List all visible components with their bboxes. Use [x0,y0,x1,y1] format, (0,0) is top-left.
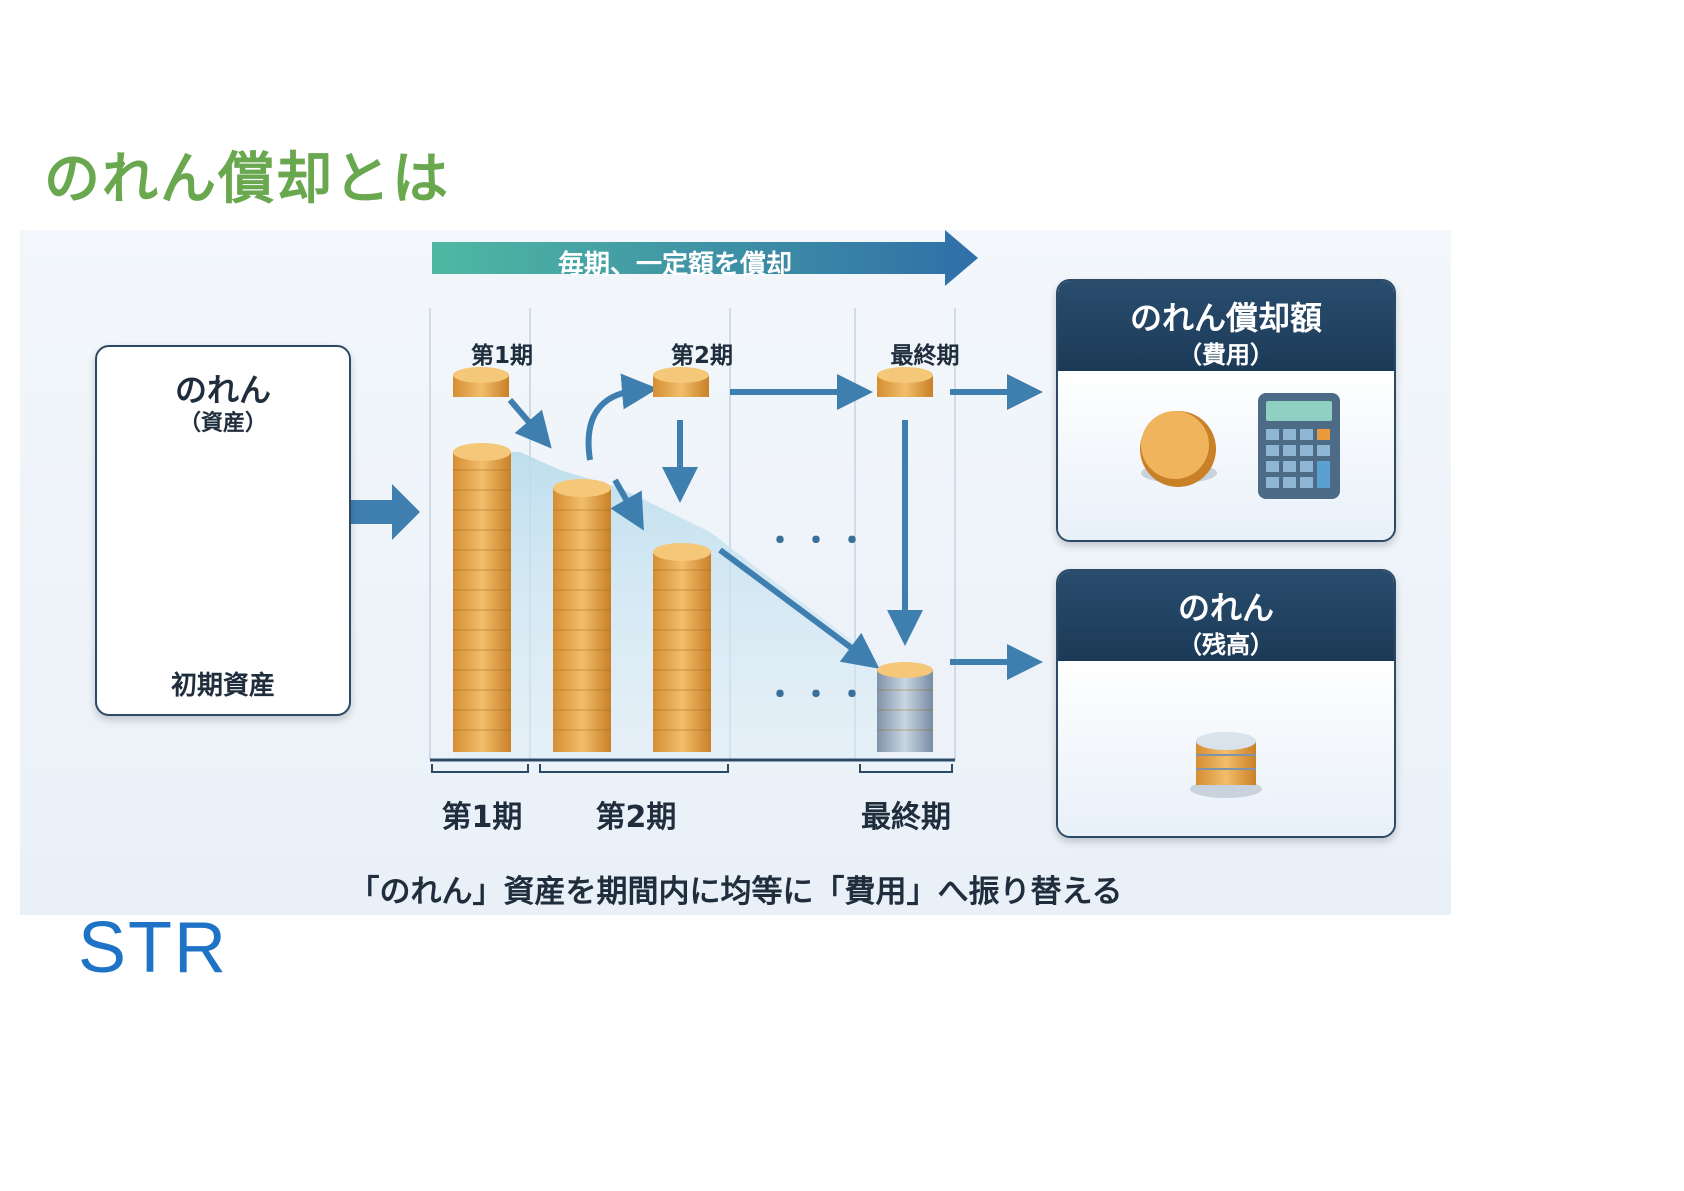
goodwill-balance-title: のれん [1177,589,1274,627]
goodwill-balance-box: のれん （残高） [1056,569,1396,838]
amortization-expense-body [1058,371,1394,540]
amortization-expense-box: のれん償却額 （費用） [1056,279,1396,542]
period-braces [431,764,953,773]
goodwill-balance-subtitle: （残高） [1178,631,1274,659]
coin-stack-period-2a [553,479,611,752]
coin-stack-final [877,662,933,752]
period-bottom-final: 最終期 [861,800,951,835]
small-coin-stack-icon [1196,732,1256,785]
amortization-expense-title: のれん償却額 [1129,299,1322,337]
coin-stack-period-2b [653,543,711,752]
period-top-final: 最終期 [890,343,960,369]
period-bottom-2: 第2期 [595,800,677,835]
goodwill-asset-subtitle: （資産） [178,411,267,436]
coin-stack-period-1 [453,443,511,752]
period-top-2: 第2期 [670,343,733,369]
goodwill-asset-title: のれん [174,371,271,409]
page-title: のれん償却とは [44,147,450,212]
entry-arrow [350,484,420,540]
period-top-1: 第1期 [470,343,533,369]
balance-icons [1190,732,1262,798]
goodwill-balance-header: のれん （残高） [1058,571,1394,661]
goodwill-amortization-diagram: 毎期、一定額を償却 第1期 第2期 最終期 ・・・ ・・・ 第1期 第2期 最終… [20,230,1451,915]
ellipsis-upper: ・・・ [765,524,873,559]
banner-arrow [432,230,978,286]
calculator-icon [1258,393,1340,499]
diagram-caption: 「のれん」資産を期間内に均等に「費用」へ振り替える [348,874,1123,910]
ellipsis-lower: ・・・ [765,678,873,713]
expense-icons [1140,393,1340,499]
coin-stripes [453,469,933,731]
goodwill-balance-body [1058,661,1394,836]
goodwill-asset-box: のれん （資産） 初期資産 [95,345,351,716]
amortization-expense-header: のれん償却額 （費用） [1058,281,1394,371]
banner-label: 毎期、一定額を償却 [557,250,792,280]
str-logo: STR [78,908,228,988]
top-coins [453,367,933,397]
period-bottom-1: 第1期 [441,800,523,835]
flow-arrows [507,373,1043,680]
amortization-expense-subtitle: （費用） [1178,341,1274,369]
initial-asset-caption: 初期資産 [170,671,275,701]
